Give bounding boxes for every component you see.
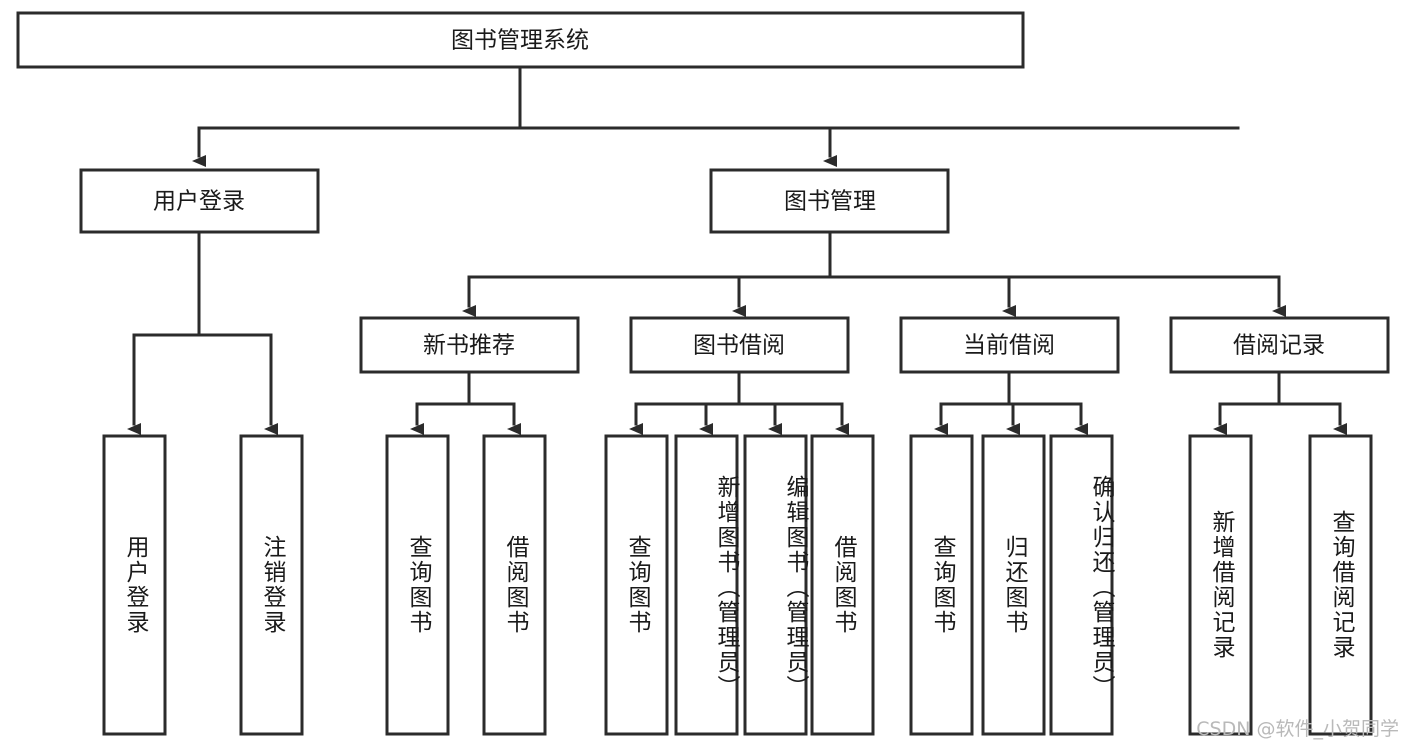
connector-book-manage-to-level3	[462, 230, 1286, 317]
csdn-watermark: CSDN @软件_小贺同学	[1196, 718, 1399, 740]
node-root-label: 图书管理系统	[451, 28, 589, 54]
leaf-node-query-borrow-record[interactable]	[1308, 434, 1373, 736]
node-user-login-label: 用户登录	[153, 189, 245, 215]
connector-root-to-level2	[192, 65, 1240, 167]
node-root[interactable]: 图书管理系统	[16, 11, 1025, 69]
connector-book-borrow-to-leaves	[629, 370, 849, 435]
node-book-management-label: 图书管理	[784, 189, 876, 215]
leaf-node-query-book-rec[interactable]	[385, 434, 450, 736]
node-current-borrow-label: 当前借阅	[963, 333, 1055, 359]
leaf-node-logout-login[interactable]	[239, 434, 304, 736]
leaf-node-query-book-current[interactable]	[909, 434, 974, 736]
leaf-node-user-login[interactable]	[102, 434, 167, 736]
node-new-book-recommend-label: 新书推荐	[423, 333, 515, 359]
node-book-management[interactable]: 图书管理	[709, 168, 950, 234]
leaf-node-add-borrow-record[interactable]	[1188, 434, 1253, 736]
connector-current-borrow-to-leaves	[934, 370, 1088, 435]
leaf-node-add-book-admin[interactable]	[674, 434, 739, 736]
leaf-node-confirm-return-admin[interactable]	[1049, 434, 1114, 736]
connector-new-book-to-leaves	[410, 370, 521, 435]
leaf-node-borrow-book[interactable]	[810, 434, 875, 736]
node-borrow-record-label: 借阅记录	[1233, 333, 1325, 359]
connector-user-login-to-leaves	[127, 230, 278, 435]
node-book-borrow-label: 图书借阅	[693, 333, 785, 359]
leaf-node-query-book-borrow[interactable]	[604, 434, 669, 736]
node-user-login[interactable]: 用户登录	[79, 168, 320, 234]
node-current-borrow[interactable]: 当前借阅	[899, 316, 1120, 374]
node-new-book-recommend[interactable]: 新书推荐	[359, 316, 580, 374]
leaf-node-edit-book-admin[interactable]	[743, 434, 808, 736]
connector-borrow-record-to-leaves	[1213, 370, 1347, 435]
node-borrow-record[interactable]: 借阅记录	[1169, 316, 1390, 374]
node-book-borrow[interactable]: 图书借阅	[629, 316, 850, 374]
leaf-node-borrow-book-rec[interactable]	[482, 434, 547, 736]
leaf-node-return-book[interactable]	[981, 434, 1046, 736]
